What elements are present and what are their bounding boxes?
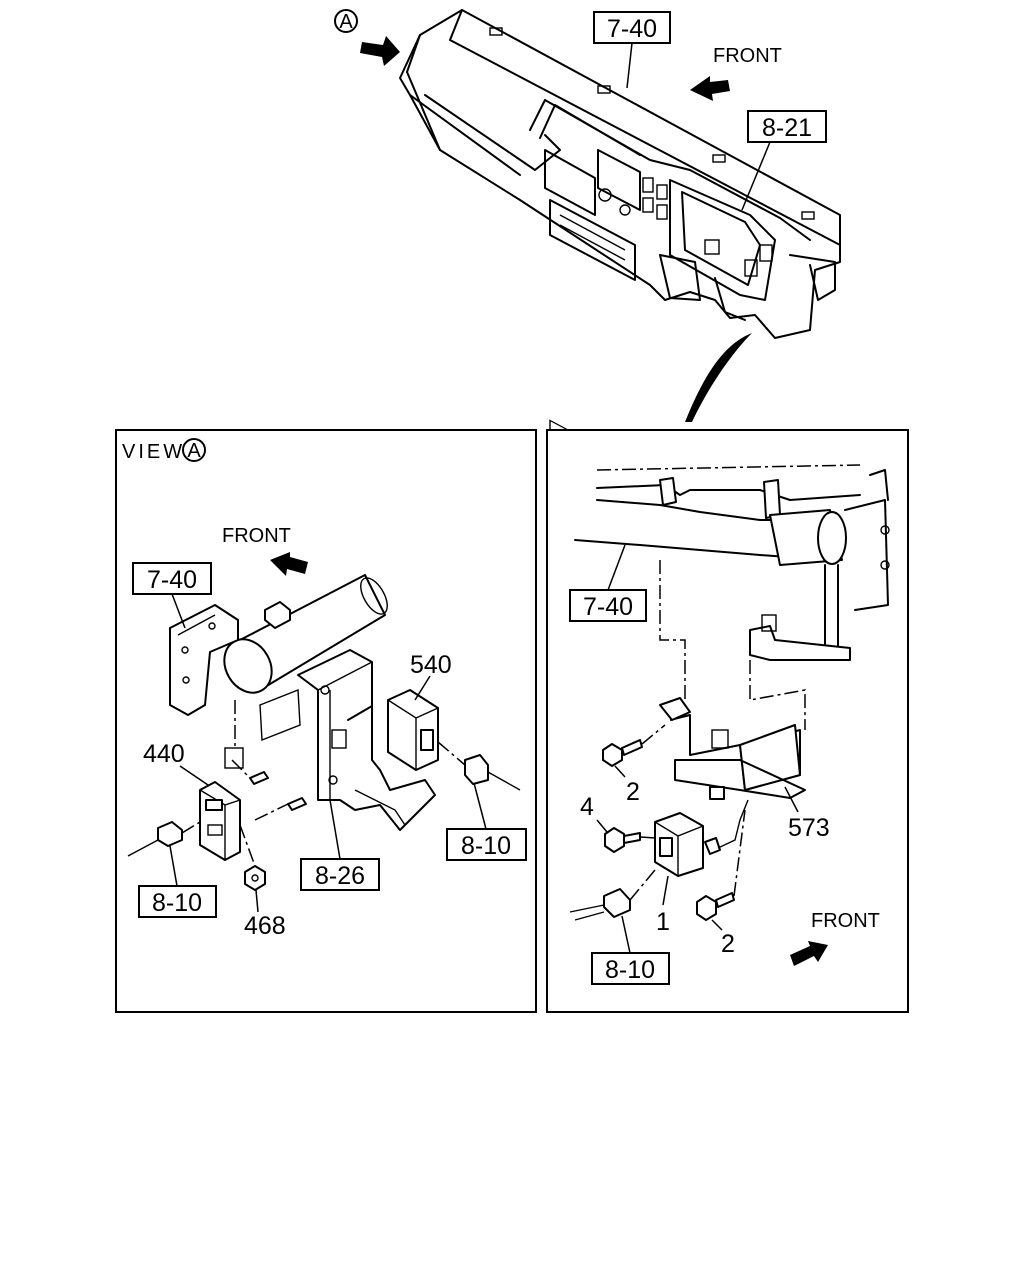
ref-cluster-label: 8-21 [762, 114, 812, 142]
ref-box-cluster: 8-21 [741, 110, 827, 211]
ref-dashboard-label: 7-40 [607, 15, 657, 43]
right-view-illustration [569, 464, 890, 921]
view-marker-text: A [339, 11, 353, 33]
part-1-leader [662, 875, 669, 906]
front-arrow-right-view [790, 941, 828, 966]
part-440-label: 440 [143, 740, 185, 768]
part-468-label: 468 [244, 912, 286, 940]
part-468-leader [255, 889, 259, 913]
ref-box-frame: 8-26 [300, 799, 380, 891]
ref-wire-left-label: 8-10 [152, 889, 202, 917]
part-573-label: 573 [788, 814, 830, 842]
ref-bracket-view-a-label: 7-40 [147, 566, 197, 594]
right-view-panel [546, 429, 909, 1013]
front-arrow-view-a [270, 552, 308, 576]
part-2-lower-label: 2 [721, 930, 735, 958]
view-a-title: VIEW A [122, 438, 206, 463]
view-a-title-marker: A [187, 440, 201, 462]
front-label-top: FRONT [713, 45, 782, 67]
ref-box-wire-left: 8-10 [138, 845, 217, 918]
part-4-leader [596, 819, 608, 833]
view-a-title-text: VIEW [122, 441, 185, 463]
ref-box-wire-right: 8-10 [446, 782, 527, 861]
ref-wire-right-label: 8-10 [461, 832, 511, 860]
dashboard-illustration [360, 9, 841, 504]
part-440-leader [179, 765, 209, 786]
ref-box-dashboard: 7-40 [593, 11, 671, 89]
part-540-label: 540 [410, 651, 452, 679]
front-label-right-view: FRONT [811, 910, 880, 932]
ref-bracket-right-label: 7-40 [583, 593, 633, 621]
ref-box-wire-right-view: 8-10 [591, 915, 670, 985]
ref-box-bracket-right: 7-40 [569, 544, 647, 622]
part-2-upper-label: 2 [626, 778, 640, 806]
part-2-upper-leader [614, 765, 626, 778]
part-2-lower-leader [711, 919, 723, 931]
view-marker-a: A [334, 9, 358, 33]
front-label-view-a: FRONT [222, 525, 291, 547]
part-573-leader [784, 786, 799, 813]
ref-box-bracket-view-a: 7-40 [132, 562, 212, 629]
part-4-label: 4 [580, 793, 594, 821]
ref-frame-label: 8-26 [315, 862, 365, 890]
part-540-leader [414, 675, 431, 701]
ref-wire-right-view-label: 8-10 [605, 956, 655, 984]
part-1-label: 1 [656, 908, 670, 936]
view-a-illustration [127, 574, 521, 891]
